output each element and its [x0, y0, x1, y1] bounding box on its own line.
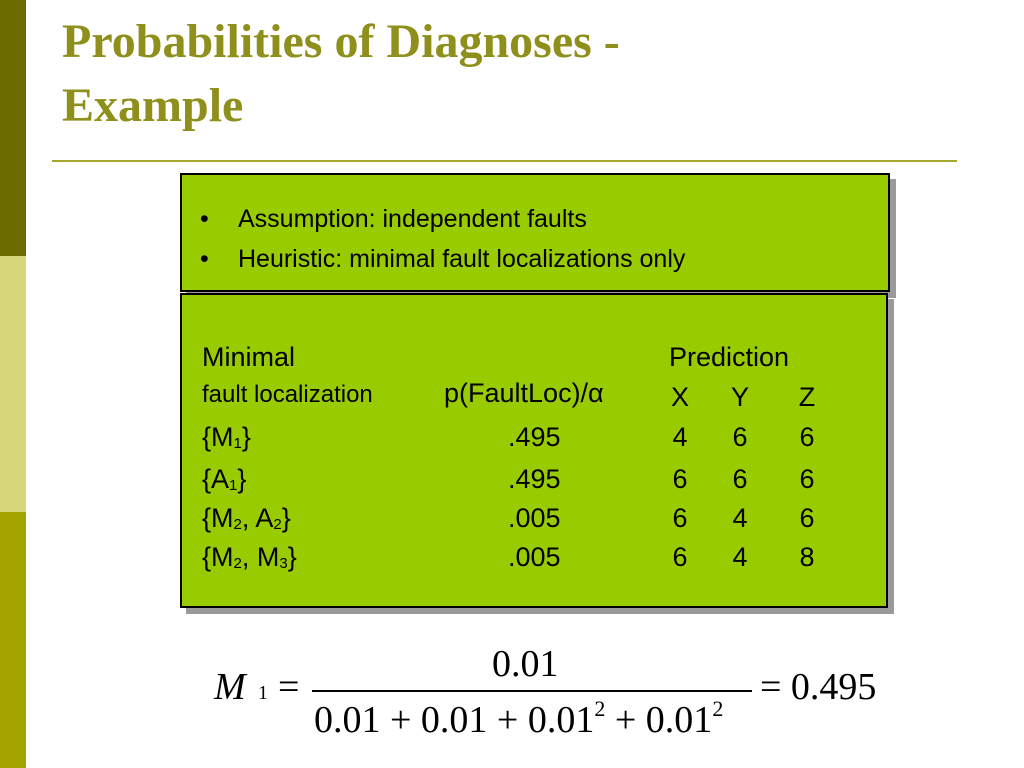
header-pred-x: X — [670, 382, 689, 412]
exponent: 2 — [594, 696, 606, 721]
header-minimal: Minimal — [202, 342, 296, 372]
fault-loc-cell: {M2, M3} — [202, 542, 297, 572]
subscript-1: 1 — [229, 477, 238, 494]
header-pred-y: Y — [730, 382, 749, 412]
fault-loc-cell: {A1} — [202, 464, 247, 494]
formula-variable: M — [214, 666, 246, 708]
subscript-2: 2 — [273, 516, 282, 533]
subscript-1: 1 — [233, 435, 242, 452]
bullet-list: • Assumption: independent faults • Heuri… — [200, 199, 685, 279]
probability-cell: .005 — [508, 503, 561, 533]
prediction-z-cell: 6 — [799, 464, 815, 494]
probability-formula: M 1 = 0.01 0.01 + 0.01 + 0.012 + 0.012 =… — [210, 640, 900, 750]
header-pred-z: Z — [798, 382, 816, 412]
header-fault-localization: fault localization — [202, 381, 373, 408]
prediction-x-cell: 6 — [672, 542, 688, 572]
subscript-3: 3 — [279, 555, 288, 572]
bullet-text: Assumption: independent faults — [238, 205, 587, 233]
prediction-z-cell: 6 — [799, 503, 815, 533]
left-accent-strip-top — [0, 0, 26, 256]
fault-loc-cell: {M1} — [202, 422, 251, 452]
probability-cell: .495 — [508, 422, 561, 452]
prediction-x-cell: 6 — [672, 503, 688, 533]
bullet-item-heuristic: • Heuristic: minimal fault localizations… — [200, 239, 685, 279]
left-accent-strip-bottom — [0, 512, 26, 768]
subscript-2: 2 — [233, 516, 242, 533]
bullet-item-assumption: • Assumption: independent faults — [200, 199, 685, 239]
slide-title: Probabilities of Diagnoses - Example — [62, 10, 962, 138]
slide-title-line2: Example — [62, 79, 244, 132]
formula-denominator: 0.01 + 0.01 + 0.012 + 0.012 — [314, 696, 723, 742]
prediction-y-cell: 6 — [732, 464, 748, 494]
denominator-sum: 0.01 + 0.01 + 0.01 — [314, 699, 595, 741]
bullet-dot: • — [200, 205, 209, 233]
left-accent-strip-middle — [0, 256, 26, 512]
prediction-y-cell: 4 — [732, 542, 748, 572]
title-divider — [52, 160, 957, 162]
assumptions-box: • Assumption: independent faults • Heuri… — [180, 173, 890, 292]
exponent: 2 — [712, 696, 724, 721]
bullet-text: Heuristic: minimal fault localizations o… — [238, 245, 686, 273]
formula-result: = 0.495 — [760, 666, 877, 708]
header-prediction: Prediction — [669, 342, 790, 372]
fault-loc-cell: {M2, A2} — [202, 503, 291, 533]
diagnosis-table-box: Minimal fault localization p(FaultLoc)/α… — [180, 293, 888, 608]
denominator-tail: + 0.01 — [605, 699, 713, 741]
prediction-x-cell: 6 — [672, 464, 688, 494]
formula-equals: = — [278, 666, 300, 708]
bullet-dot: • — [200, 245, 209, 273]
header-probability: p(FaultLoc)/α — [444, 378, 604, 408]
subscript-2: 2 — [233, 555, 242, 572]
prediction-z-cell: 8 — [799, 542, 815, 572]
prediction-x-cell: 4 — [672, 422, 688, 452]
prediction-y-cell: 6 — [732, 422, 748, 452]
probability-cell: .005 — [508, 542, 561, 572]
formula-numerator: 0.01 — [492, 643, 559, 685]
prediction-z-cell: 6 — [799, 422, 815, 452]
slide-title-line1: Probabilities of Diagnoses - — [62, 15, 620, 68]
probability-cell: .495 — [508, 464, 561, 494]
prediction-y-cell: 4 — [732, 503, 748, 533]
formula-variable-subscript: 1 — [258, 682, 268, 704]
fraction-bar — [312, 690, 752, 692]
